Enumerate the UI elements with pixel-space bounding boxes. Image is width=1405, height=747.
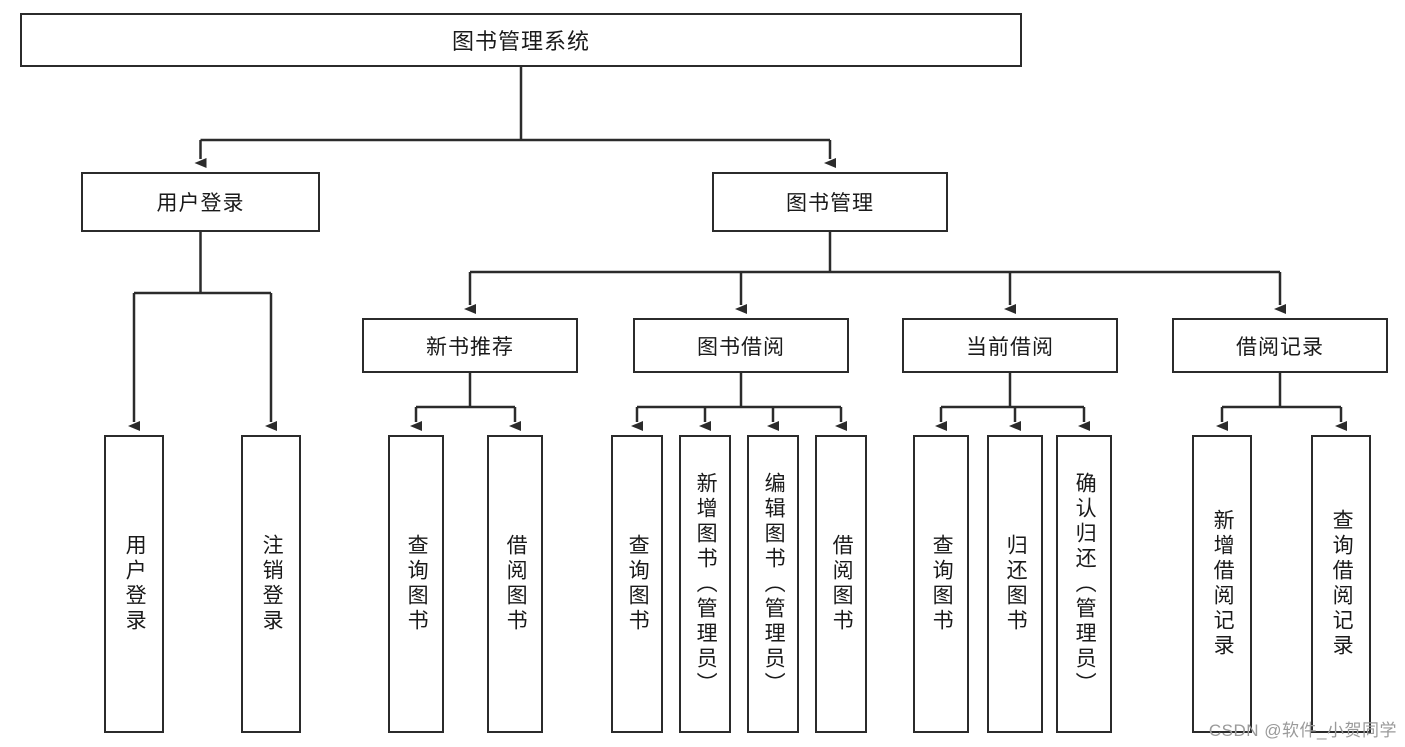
node-label: 注销登录 <box>260 534 284 634</box>
node-leaf-add-book[interactable]: 新增图书（管理员） <box>679 435 731 733</box>
node-label: 编辑图书（管理员） <box>762 471 786 697</box>
node-leaf-query-book-rec[interactable]: 查询图书 <box>388 435 444 733</box>
node-label: 新增借阅记录 <box>1211 509 1235 659</box>
node-leaf-return-book[interactable]: 归还图书 <box>987 435 1043 733</box>
node-label: 查询图书 <box>626 534 650 634</box>
node-label: 图书管理系统 <box>451 29 590 54</box>
node-leaf-borrow-book-rec[interactable]: 借阅图书 <box>487 435 543 733</box>
node-leaf-borrow-book[interactable]: 借阅图书 <box>815 435 867 733</box>
node-label: 确认归还（管理员） <box>1073 471 1097 697</box>
node-leaf-query-book-borrow[interactable]: 查询图书 <box>611 435 663 733</box>
node-label: 借阅图书 <box>830 534 854 634</box>
node-label: 借阅图书 <box>504 534 528 634</box>
node-leaf-edit-book[interactable]: 编辑图书（管理员） <box>747 435 799 733</box>
node-book-borrow[interactable]: 图书借阅 <box>633 318 849 373</box>
node-label: 图书管理 <box>786 192 874 215</box>
node-leaf-query-record[interactable]: 查询借阅记录 <box>1311 435 1371 733</box>
node-leaf-query-book-current[interactable]: 查询图书 <box>913 435 969 733</box>
watermark-label: CSDN @软件_小贺同学 <box>1208 721 1397 740</box>
node-label: 借阅记录 <box>1236 335 1324 359</box>
node-label: 查询图书 <box>405 534 429 634</box>
node-label: 用户登录 <box>123 534 147 634</box>
node-book-management[interactable]: 图书管理 <box>712 172 948 232</box>
node-label: 用户登录 <box>156 192 245 215</box>
node-current-borrow[interactable]: 当前借阅 <box>902 318 1118 373</box>
node-label: 归还图书 <box>1004 534 1028 634</box>
node-root[interactable]: 图书管理系统 <box>20 13 1022 67</box>
node-label: 新增图书（管理员） <box>694 471 718 697</box>
node-label: 新书推荐 <box>426 335 514 359</box>
node-label: 查询图书 <box>930 534 954 634</box>
node-leaf-add-record[interactable]: 新增借阅记录 <box>1192 435 1252 733</box>
node-label: 图书借阅 <box>697 335 785 359</box>
node-new-book-recommend[interactable]: 新书推荐 <box>362 318 578 373</box>
node-leaf-user-login[interactable]: 用户登录 <box>104 435 164 733</box>
node-borrow-record[interactable]: 借阅记录 <box>1172 318 1388 373</box>
node-user-login[interactable]: 用户登录 <box>81 172 320 232</box>
node-label: 查询借阅记录 <box>1330 509 1354 659</box>
node-leaf-confirm-return[interactable]: 确认归还（管理员） <box>1056 435 1112 733</box>
node-leaf-logout[interactable]: 注销登录 <box>241 435 301 733</box>
node-label: 当前借阅 <box>966 335 1054 359</box>
